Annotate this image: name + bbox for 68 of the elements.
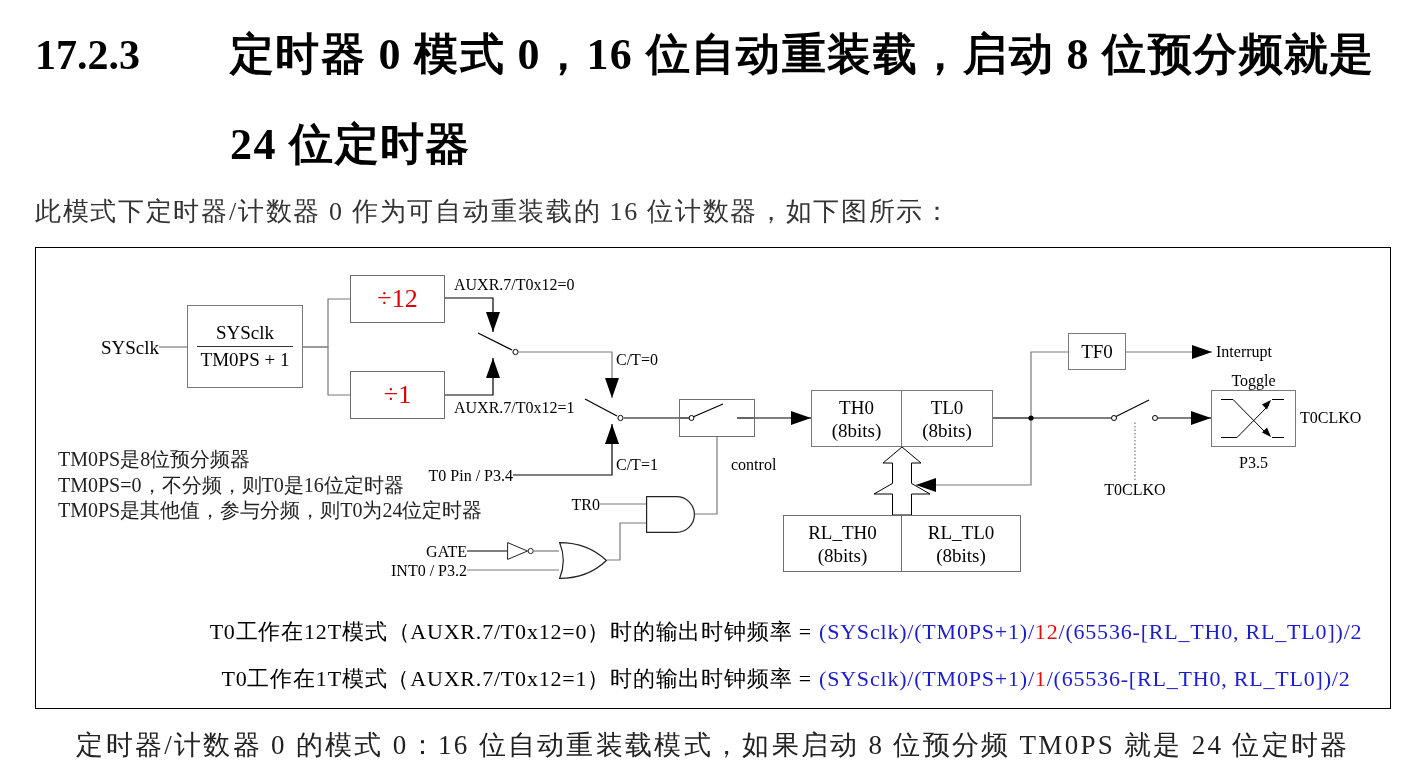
connector-line: [599, 503, 647, 505]
toggle-label: Toggle: [1230, 372, 1277, 390]
connector-line: [533, 550, 560, 552]
dotted-line: [1134, 420, 1136, 481]
connector-line: [466, 550, 508, 552]
arrow: [754, 411, 812, 425]
pin-label: INT0 / P3.2: [379, 561, 467, 580]
connector-line: [694, 436, 718, 515]
output-label: Interrupt: [1212, 342, 1280, 362]
flag-box: [1068, 333, 1126, 370]
flag-name: TF0: [1081, 340, 1113, 363]
connector-line: [623, 417, 680, 419]
formula-text: T0工作在12T模式（AUXR.7/T0x12=0）时的输出时钟频率 =: [209, 618, 812, 646]
pin-label: T0CLKO: [1300, 409, 1362, 427]
connector-line: [606, 522, 647, 561]
register-name: TH0: [839, 395, 874, 419]
register-name: TL0: [930, 395, 964, 419]
section-number: 17.2.3: [35, 31, 140, 80]
connector-line: [466, 569, 560, 571]
note-text: TM0PS是8位预分频器: [58, 447, 251, 472]
register-box: [783, 515, 902, 572]
formula-divisor: 12: [1034, 618, 1059, 646]
signal-label: GATE: [415, 542, 467, 561]
note-text: TM0PS是其他值，参与分频，则T0为24位定时器: [58, 498, 483, 523]
switch-icon: [584, 398, 624, 424]
signal-label: TR0: [564, 495, 600, 514]
switch-box: [679, 399, 755, 437]
register-box: [902, 515, 1021, 572]
and-gate-symbol: [646, 496, 695, 533]
arrow: [1125, 345, 1213, 359]
arrow: [444, 297, 500, 333]
connector-line: [158, 346, 188, 348]
note-text: TM0PS=0，不分频，则T0是16位定时器: [58, 473, 404, 498]
arrow: [518, 351, 619, 399]
divider-ratio: ÷12: [377, 284, 418, 314]
inverter-symbol: [507, 542, 534, 560]
connector-line: [302, 346, 351, 396]
signal-label: T0CLKO: [1100, 480, 1170, 499]
signal-label: SYSclk: [91, 337, 159, 358]
divider-ratio: ÷1: [383, 380, 412, 410]
formula-expression: (SYSclk)/(TM0PS+1)/: [819, 618, 1035, 646]
arrow: [512, 423, 619, 476]
arrow: [444, 357, 500, 396]
register-box: [902, 390, 993, 447]
arrow: [1157, 411, 1212, 425]
switch-icon: [477, 332, 519, 358]
formula-text: T0工作在1T模式（AUXR.7/T0x12=1）时的输出时钟频率 =: [221, 665, 812, 693]
or-gate-symbol: [559, 542, 607, 579]
register-name: RL_TH0: [808, 520, 877, 544]
bit-width: (8bits): [817, 543, 868, 567]
bit-width: (8bits): [831, 418, 882, 442]
figure-caption: 定时器/计数器 0 的模式 0：16 位自动重装载模式，如果启动 8 位预分频 TM0PS 就是 24 位定时器: [75, 729, 1351, 762]
register-name: RL_TL0: [927, 520, 995, 544]
prescaler-box: [187, 305, 303, 388]
pin-label: T0 Pin / P3.4: [419, 466, 513, 485]
formula-expression: /(65536-[RL_TH0, RL_TL0])/2: [1046, 665, 1351, 693]
formula-expression: /(65536-[RL_TH0, RL_TL0])/2: [1058, 618, 1363, 646]
register-box: [811, 390, 902, 447]
formula-expression: (SYSclk)/(TM0PS+1)/: [819, 665, 1035, 693]
section-title: 定时器 0 模式 0，16 位自动重装载，启动 8 位预分频就是 24 位定时器: [230, 29, 1376, 171]
intro-text: 此模式下定时器/计数器 0 作为可自动重装载的 16 位计数器，如下图所示：: [35, 196, 952, 228]
switch-icon: [1111, 399, 1158, 421]
bit-width: (8bits): [922, 418, 972, 442]
formula-divisor: 1: [1034, 665, 1047, 693]
numerator-text: SYSclk: [215, 321, 275, 344]
bit-width: (8bits): [936, 543, 986, 567]
pin-label: P3.5: [1238, 454, 1269, 472]
denominator-text: TM0PS + 1: [200, 349, 290, 372]
